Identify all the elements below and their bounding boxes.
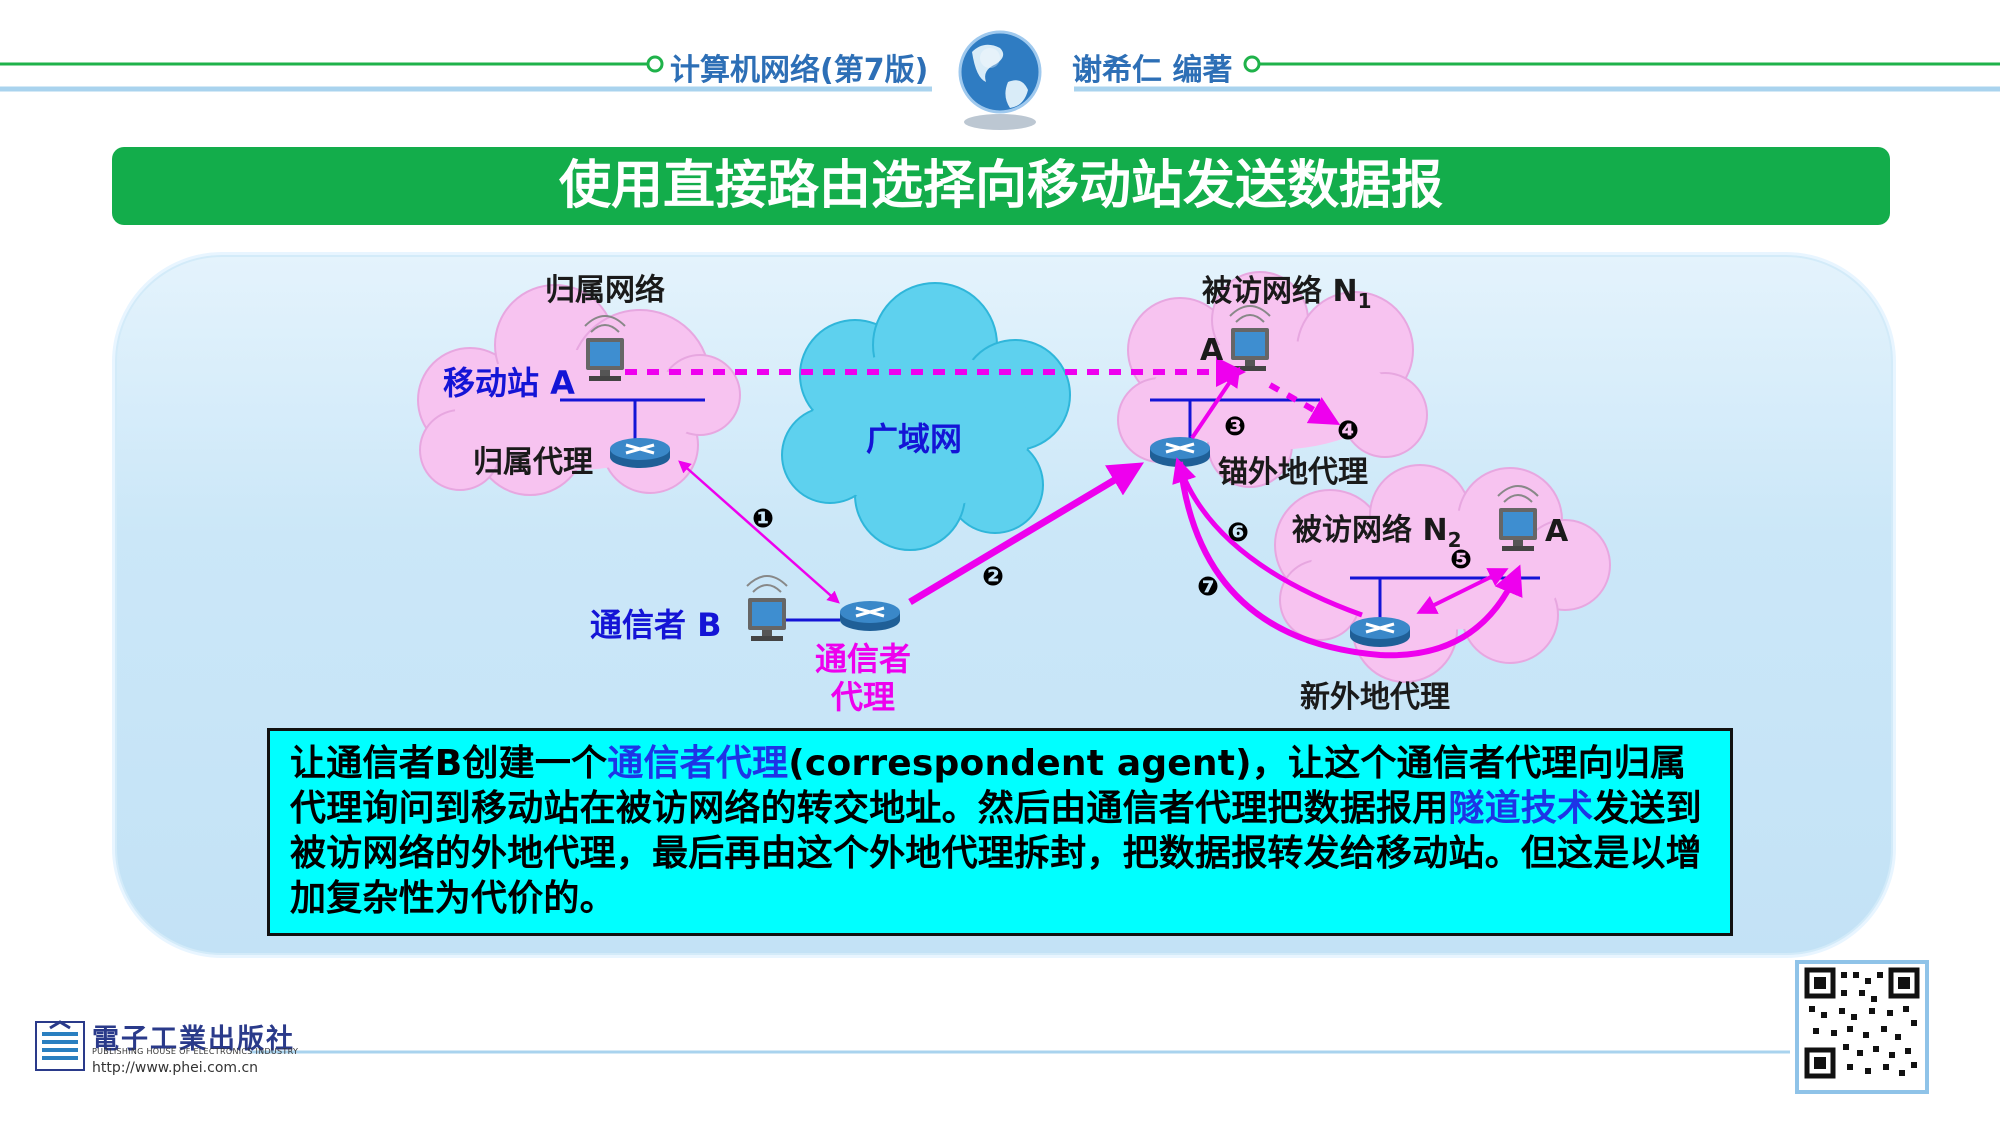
visited-network-2-subscript: 2 — [1447, 528, 1462, 552]
step-5-marker: ❺ — [1450, 545, 1473, 575]
globe-icon — [958, 30, 1042, 130]
station-a-label-2: A — [1545, 514, 1569, 549]
explanation-box: 让通信者B创建一个通信者代理(correspondent agent)，让这个通… — [267, 728, 1733, 936]
explanation-text-2: (correspondent agent)，让这个通信者代理向归属代理询问到移动… — [290, 743, 1687, 829]
new-foreign-agent-label: 新外地代理 — [1300, 680, 1450, 715]
book-title: 计算机网络(第7版) — [670, 53, 929, 88]
step-1-marker: ❶ — [752, 504, 775, 534]
home-agent-label: 归属代理 — [473, 445, 593, 480]
new-foreign-agent-router-icon — [1348, 615, 1412, 649]
home-agent-router-icon — [608, 436, 672, 470]
step-7-marker: ❼ — [1197, 572, 1220, 602]
step-2-marker: ❷ — [982, 562, 1005, 592]
visited-network-1-subscript: 1 — [1357, 289, 1372, 313]
publisher-name-en: PUBLISHING HOUSE OF ELECTRONICS INDUSTRY — [92, 1047, 299, 1056]
step-6-marker: ❻ — [1227, 518, 1250, 548]
correspondent-agent-term: 通信者代理 — [607, 743, 789, 784]
anchor-foreign-agent-label: 锚外地代理 — [1218, 455, 1368, 490]
step-3-marker: ❸ — [1224, 412, 1247, 442]
mobile-station-label: 移动站 A — [443, 364, 575, 402]
visited-network-1-label: 被访网络 N1 — [1202, 266, 1371, 313]
slide-title: 使用直接路由选择向移动站发送数据报 — [112, 147, 1890, 225]
visited-network-1-name: 被访网络 N — [1202, 274, 1358, 309]
correspondent-agent-line1: 通信者 — [815, 640, 912, 678]
visited-network-2-label: 被访网络 N2 — [1292, 505, 1461, 552]
author: 谢希仁 编著 — [1072, 53, 1233, 88]
explanation-text-3: 发送到被访网络的外地代理，最后再由这个外地代理拆封，把数据报转发给移动站。但这是… — [290, 788, 1702, 919]
header-decoration — [0, 30, 2000, 130]
home-network-label: 归属网络 — [545, 273, 665, 308]
correspondent-pc-icon — [746, 575, 788, 642]
wan-label: 广域网 — [866, 420, 963, 458]
qr-code-icon — [1804, 967, 1920, 1079]
visited-network-2-name: 被访网络 N — [1292, 513, 1448, 548]
step-4-marker: ❹ — [1337, 416, 1360, 446]
station-a-label-1: A — [1200, 333, 1224, 368]
correspondent-agent-line2: 代理 — [831, 678, 896, 716]
publisher-name-cn: 電子工業出版社 — [92, 1024, 295, 1055]
publisher-url[interactable]: http://www.phei.com.cn — [92, 1060, 259, 1076]
qr-code — [1795, 960, 1929, 1094]
publisher-logo-icon — [35, 1020, 85, 1071]
correspondent-label: 通信者 B — [590, 606, 722, 644]
explanation-text-1: 让通信者B创建一个 — [290, 743, 608, 784]
footer-decoration — [35, 1020, 1790, 1071]
correspondent-agent-label: 通信者 代理 — [815, 640, 911, 716]
correspondent-agent-router-icon — [838, 599, 902, 633]
tunneling-term: 隧道技术 — [1448, 788, 1594, 829]
